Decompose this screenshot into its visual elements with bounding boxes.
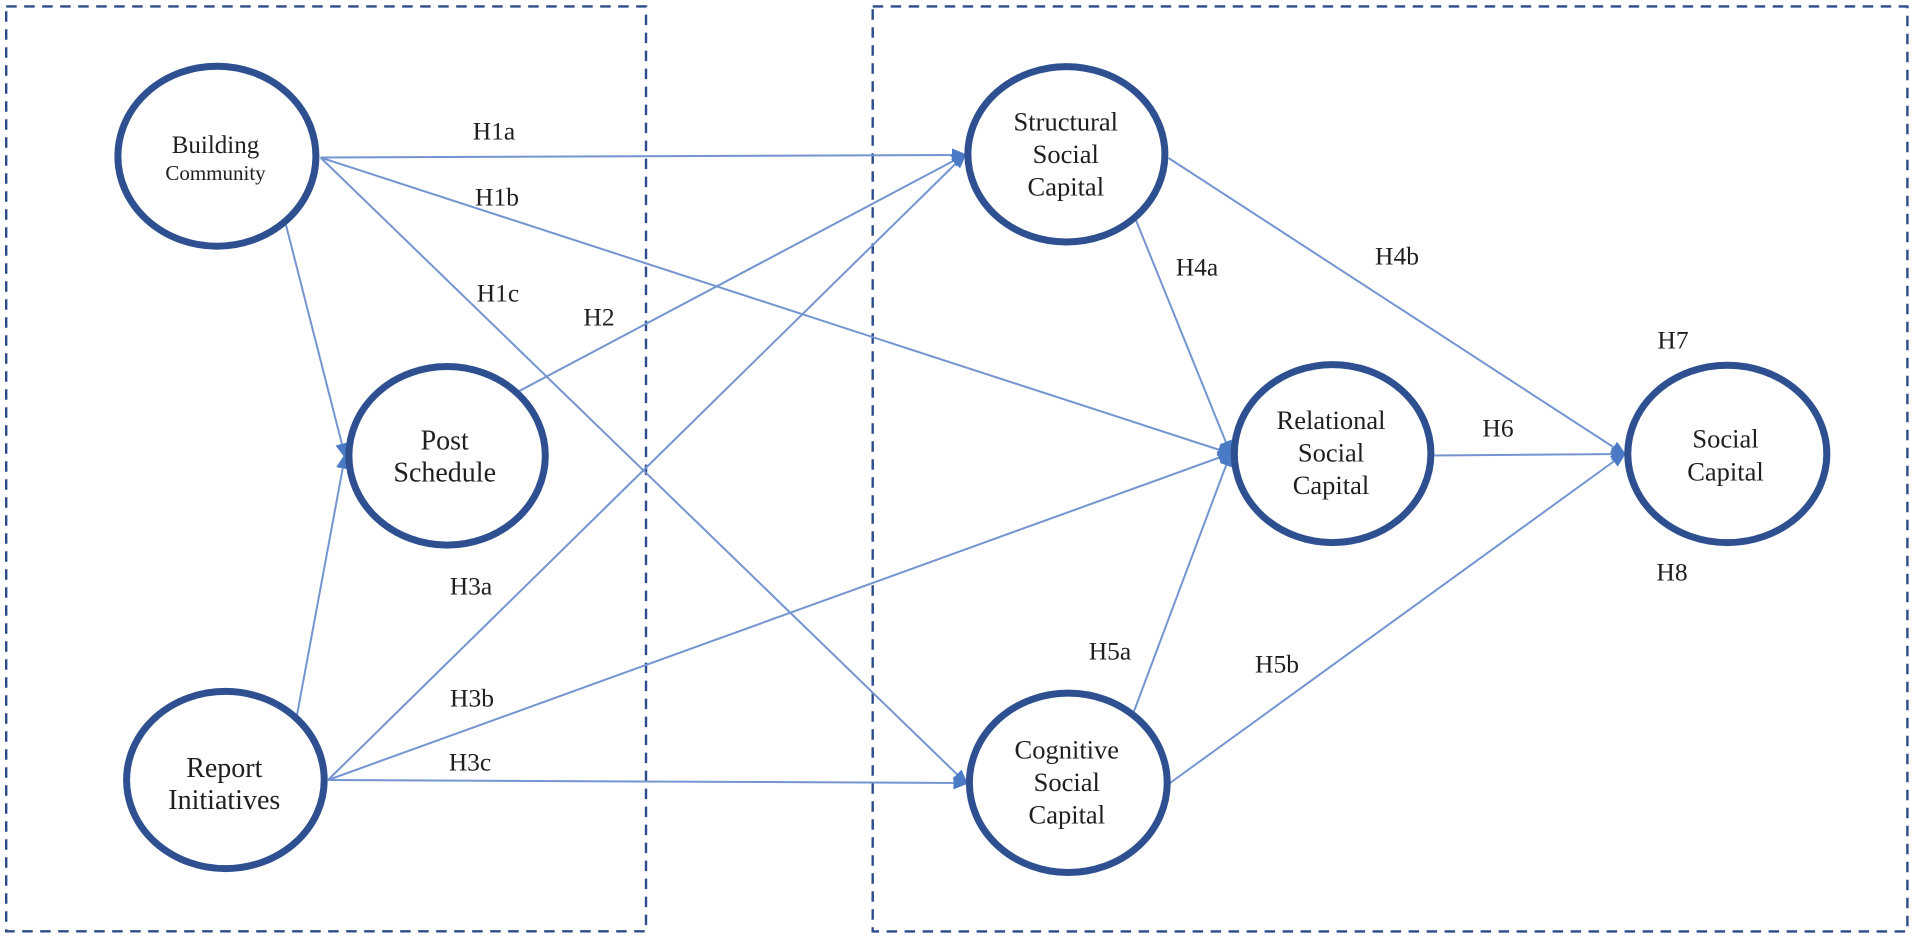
svg-text:H4b: H4b [1375,242,1419,271]
svg-text:Schedule: Schedule [393,458,496,489]
svg-text:Initiatives: Initiatives [168,785,280,816]
svg-text:H6: H6 [1482,414,1513,443]
svg-text:H7: H7 [1657,326,1688,355]
svg-text:H5b: H5b [1255,650,1299,679]
svg-text:Social: Social [1692,424,1758,454]
svg-text:Capital: Capital [1028,172,1105,202]
svg-text:H5a: H5a [1089,637,1131,666]
svg-text:H1a: H1a [473,117,515,146]
svg-text:H8: H8 [1656,558,1687,587]
svg-text:Capital: Capital [1293,470,1370,500]
svg-text:Cognitive: Cognitive [1015,735,1120,765]
svg-text:H4a: H4a [1176,253,1218,282]
svg-text:Report: Report [186,753,262,784]
svg-text:Building: Building [172,132,260,159]
svg-text:H3b: H3b [450,684,494,713]
svg-text:Social: Social [1298,438,1364,468]
svg-text:H2: H2 [583,303,614,332]
svg-text:H3a: H3a [450,572,492,601]
svg-text:H3c: H3c [449,748,491,777]
svg-text:Structural: Structural [1014,107,1119,137]
svg-text:Social: Social [1033,139,1099,169]
svg-text:Community: Community [165,161,266,185]
svg-text:Relational: Relational [1277,405,1386,435]
svg-text:Post: Post [421,426,469,457]
svg-text:Capital: Capital [1687,457,1764,487]
svg-text:H1b: H1b [475,183,519,212]
svg-text:H1c: H1c [477,279,519,308]
svg-text:Capital: Capital [1029,800,1106,830]
svg-text:Social: Social [1034,767,1100,797]
